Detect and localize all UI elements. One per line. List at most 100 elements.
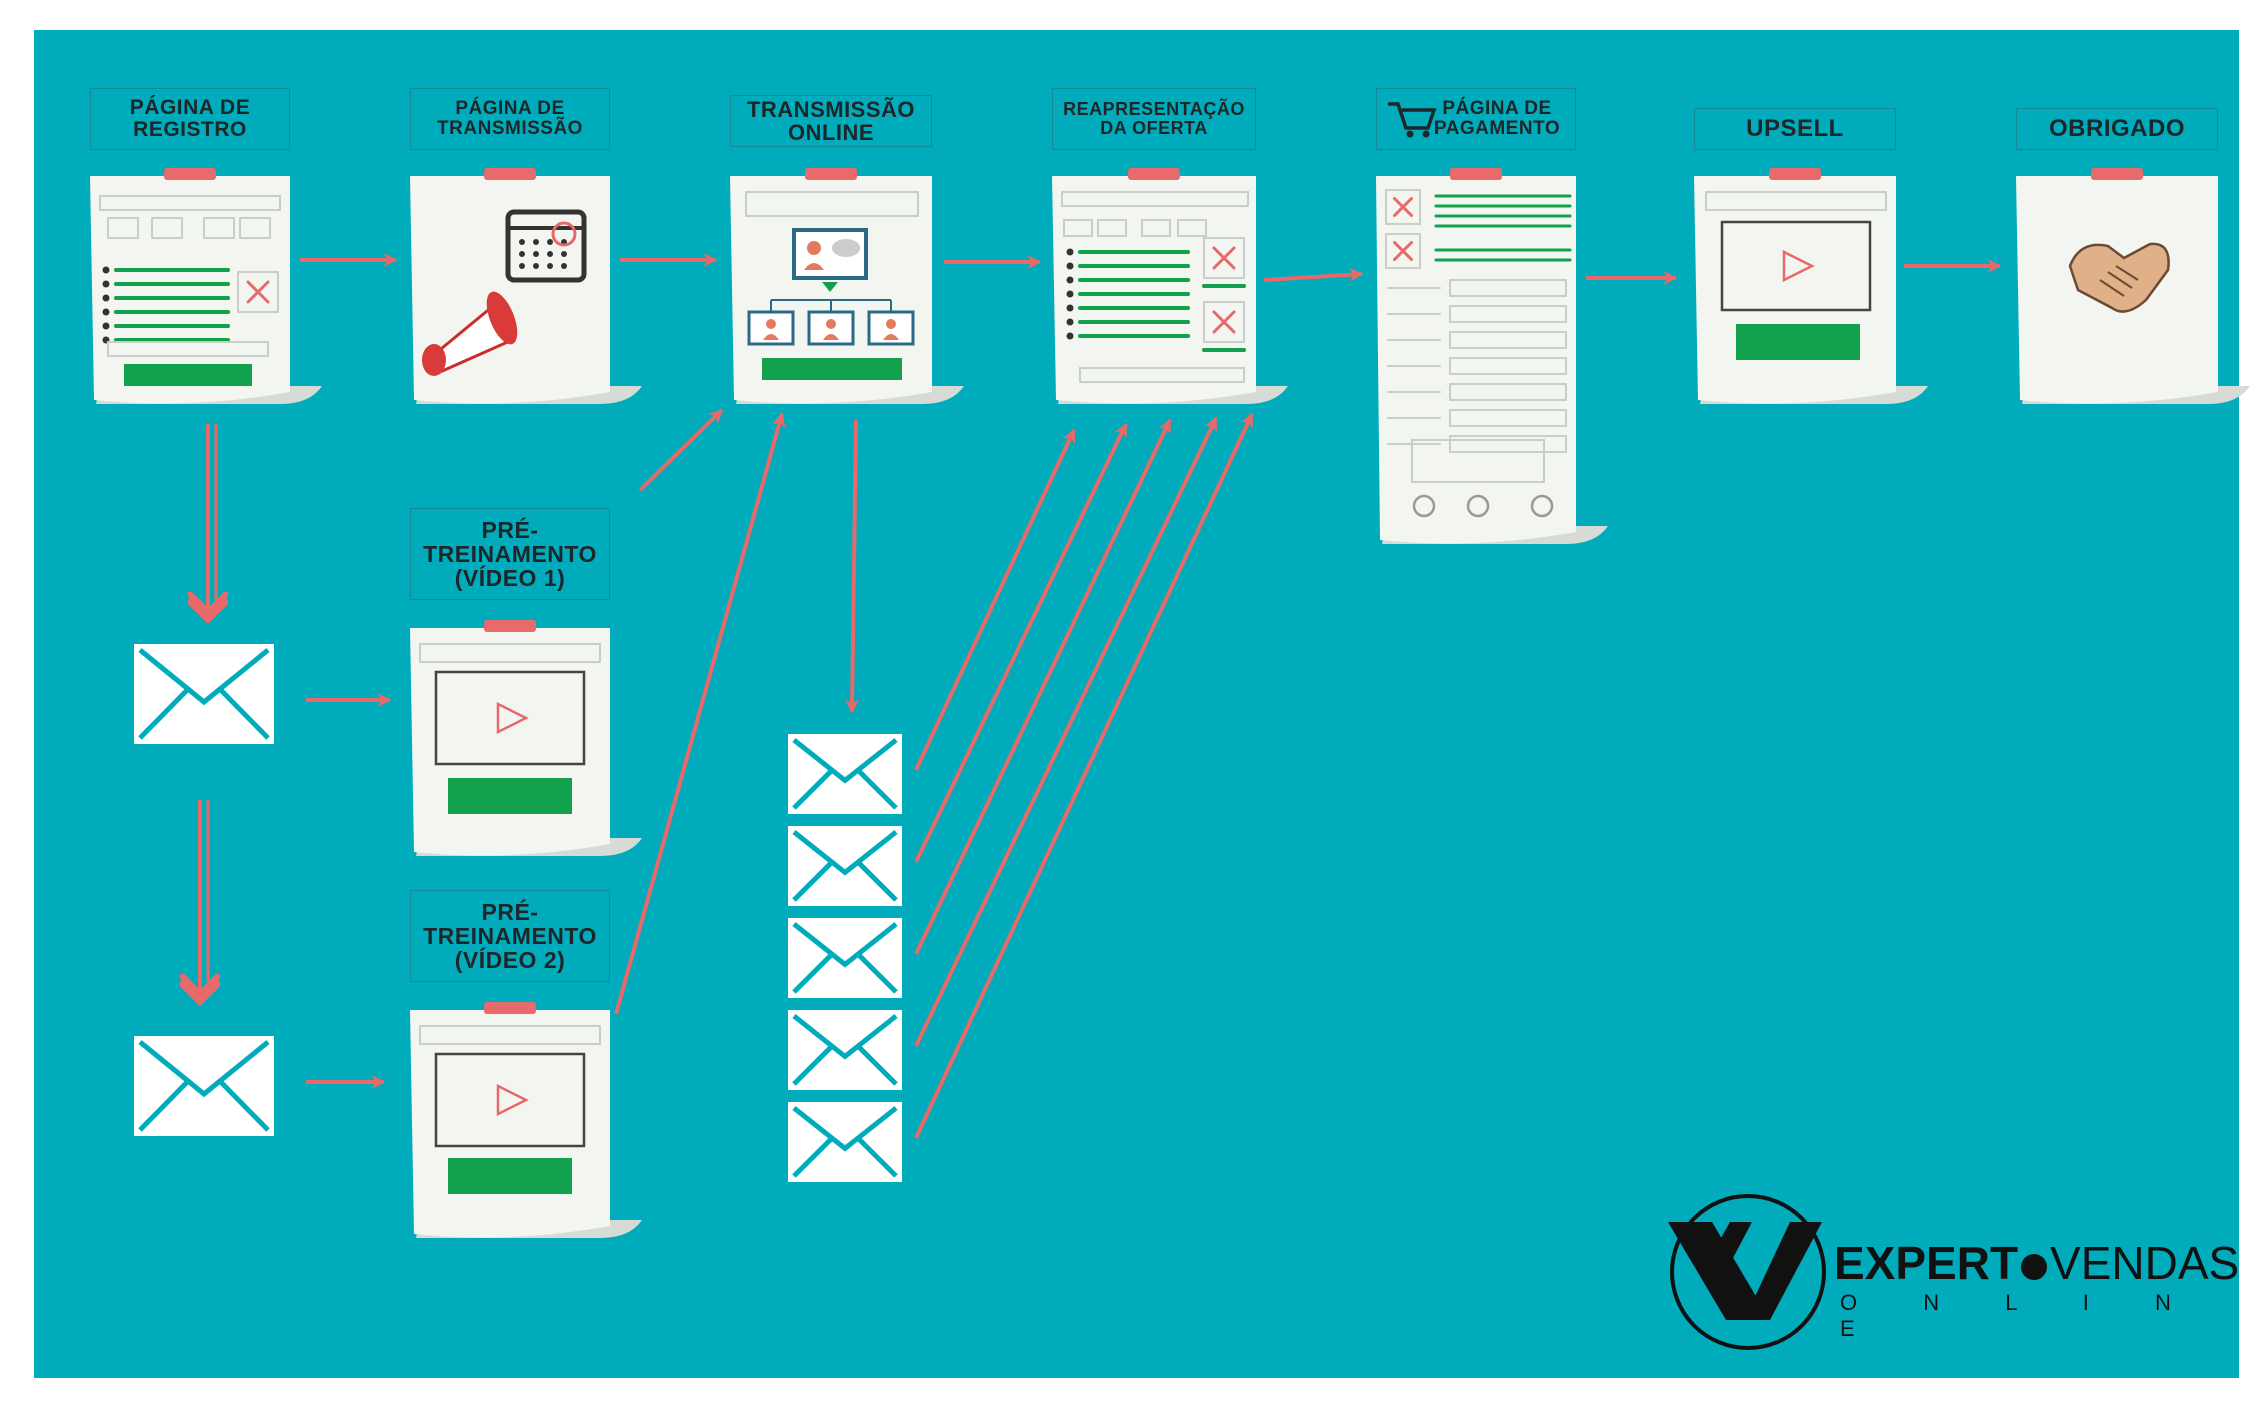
logo-brand: EXPERT VENDAS [1834,1236,2239,1290]
online-green-button [762,358,902,380]
checkbox-x-icon [1212,310,1236,334]
envelope-flap [792,922,898,968]
calendar-dot [519,239,525,245]
page-video2-clip [484,1002,536,1014]
video1-video-frame [434,670,586,766]
step-label-obrigado: OBRIGADO [2016,108,2218,150]
page-transmissao-online-clip [805,168,857,180]
pay-box [1411,439,1545,483]
logo-mark [1668,1194,1826,1350]
video1-header-box [419,643,601,663]
bullet [1066,318,1074,326]
reap-x2-frame [1203,301,1245,343]
upsell-green-button [1736,324,1860,360]
registro-green-button [124,364,252,386]
calendar-dot [561,251,567,257]
handshake-fingers [2099,265,2139,297]
reap-input [1079,367,1245,383]
step-label-transmissao-online: TRANSMISSÃO ONLINE [730,95,932,147]
reap-field-c [1141,219,1171,237]
megaphone-handle [422,344,446,376]
pay-field [1449,279,1567,297]
video2-video-frame [434,1052,586,1148]
page-transmissao-clip [484,168,536,180]
pay-radio [1466,494,1490,518]
bullet [102,280,110,288]
handshake-icon [2068,242,2170,313]
page-transmissao-online [730,168,964,404]
page-obrigado [2016,168,2250,404]
pre-training-label-video1: PRÉ- TREINAMENTO (VÍDEO 1) [410,508,610,600]
logo-brand-right: VENDAS [2050,1237,2240,1289]
calendar-icon [505,209,587,283]
video2-green-button [448,1158,572,1194]
registro-field-a [107,217,139,239]
step-label-registro: PÁGINA DE REGISTRO [90,88,290,150]
page-reapresentacao-sheet [1052,176,1256,404]
bullet [1066,290,1074,298]
registro-field-c [203,217,235,239]
play-icon [496,1083,529,1117]
envelope-flap [138,1040,270,1098]
calendar-dot [547,263,553,269]
video1-green-button [448,778,572,814]
calendar-dot [547,239,553,245]
arrow-video2-to-online [614,412,786,1015]
arrow-email5-to-reap [914,412,1254,1139]
bullet [1066,248,1074,256]
bullet [102,322,110,330]
calendar-group [505,209,587,283]
checkbox-x-icon [1212,246,1236,270]
arrow-video1-to-online [638,408,724,492]
page-reapresentacao [1052,168,1288,404]
calendar-dot [547,251,553,257]
arrow-email3-to-reap [914,418,1172,955]
envelope-fold [792,861,898,902]
logo-subline: O N L I N E [1840,1290,2201,1341]
calendar-dot [561,263,567,269]
play-icon [496,701,529,735]
cart-icon [1388,102,1437,130]
registro-field-b [151,217,183,239]
step-label-reapresentacao: REAPRESENTAÇÃO DA OFERTA [1052,88,1256,150]
page-pagamento-sheet [1376,176,1576,544]
pay-x2-frame [1385,233,1421,269]
reap-field-a [1063,219,1093,237]
bullet [102,266,110,274]
envelope-flap [792,1106,898,1152]
envelope-icon [134,1036,274,1136]
logo-brand-left: EXPERT [1834,1237,2019,1289]
video2-header-box [419,1025,601,1045]
arrow-email1-to-reap [914,428,1076,771]
reap-field-d [1177,219,1207,237]
envelope-flap [792,1014,898,1060]
megaphone-bell [486,291,518,345]
registro-header-box [99,195,281,211]
bullet [1066,332,1074,340]
pay-radio [1530,494,1554,518]
viewer-head [886,319,896,329]
bullet [1066,276,1074,284]
speech-bubble [832,239,860,257]
logo-stroke-3 [1744,1222,1822,1320]
calendar-dot [533,263,539,269]
envelope-followup-3 [788,918,902,998]
presenter-body [804,263,824,270]
envelope-flap [792,830,898,876]
viewer-body [763,334,779,340]
envelope-fold [138,1080,270,1132]
reap-field-b [1097,219,1127,237]
upsell-video-frame [1720,220,1872,312]
envelope-flap [138,648,270,706]
upsell-header-box [1705,191,1887,211]
page-video2 [410,1002,642,1238]
checkbox-x-icon [1393,197,1413,217]
arrow-email2-to-reap [914,422,1128,863]
bullet [1066,304,1074,312]
pay-field [1449,435,1567,453]
envelope-followup-2 [788,826,902,906]
logo-circle [1670,1194,1826,1350]
envelope-fold [792,953,898,994]
calendar-mark [551,221,577,247]
